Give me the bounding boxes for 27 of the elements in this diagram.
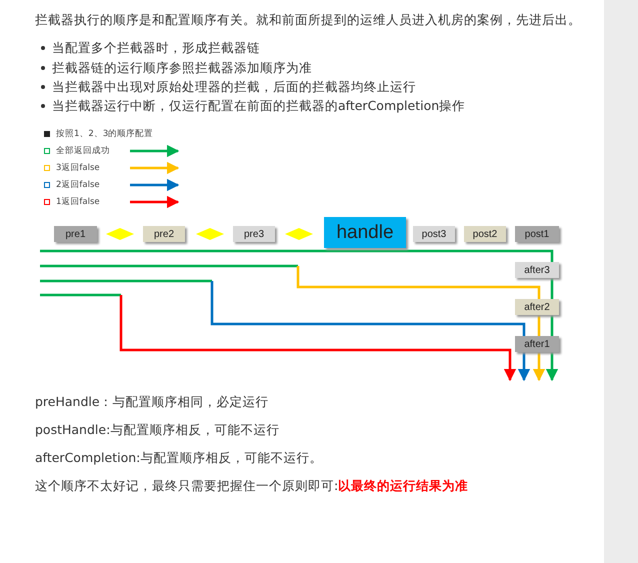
note-text: postHandle:与配置顺序相反，可能不运行 <box>35 422 280 438</box>
legend-text: 1返回false <box>56 196 100 208</box>
legend-text: 全部返回成功 <box>56 145 110 157</box>
step-box: after1 <box>515 336 559 352</box>
legend-text: 2返回false <box>56 179 100 191</box>
paragraph: 拦截器执行的顺序是和配置顺序有关。就和前面所提到的运维人员进入机房的案例，先进后出。 <box>35 12 581 28</box>
step-box: after2 <box>515 299 559 315</box>
diamond-shape <box>196 226 224 242</box>
list-item: 拦截器链的运行顺序参照拦截器添加顺序为准 <box>52 60 312 76</box>
list-item: 当拦截器中出现对原始处理器的拦截，后面的拦截器均终止运行 <box>52 79 416 95</box>
list-item: 当配置多个拦截器时，形成拦截器链 <box>52 40 260 56</box>
step-box: post1 <box>515 226 559 242</box>
step-box: after3 <box>515 262 559 278</box>
note-text: afterCompletion:与配置顺序相反，可能不运行。 <box>35 450 322 466</box>
legend-text: 按照1、2、3的顺序配置 <box>56 128 154 140</box>
note-text: preHandle：与配置顺序相同，必定运行 <box>35 394 269 410</box>
handler-box: handle <box>324 217 406 248</box>
diamond-shape <box>106 226 134 242</box>
list-item: 当拦截器运行中断，仅运行配置在前面的拦截器的afterCompletion操作 <box>52 98 466 114</box>
step-box: post2 <box>464 226 506 242</box>
legend-text: 3返回false <box>56 162 100 174</box>
step-box: pre3 <box>233 226 275 242</box>
diamond-shape <box>285 226 313 242</box>
paragraph: 这个顺序不太好记，最终只需要把握住一个原则即可:以最终的运行结果为准 <box>35 478 468 494</box>
step-box: pre1 <box>54 226 97 242</box>
step-box: pre2 <box>143 226 185 242</box>
step-box: post3 <box>413 226 455 242</box>
